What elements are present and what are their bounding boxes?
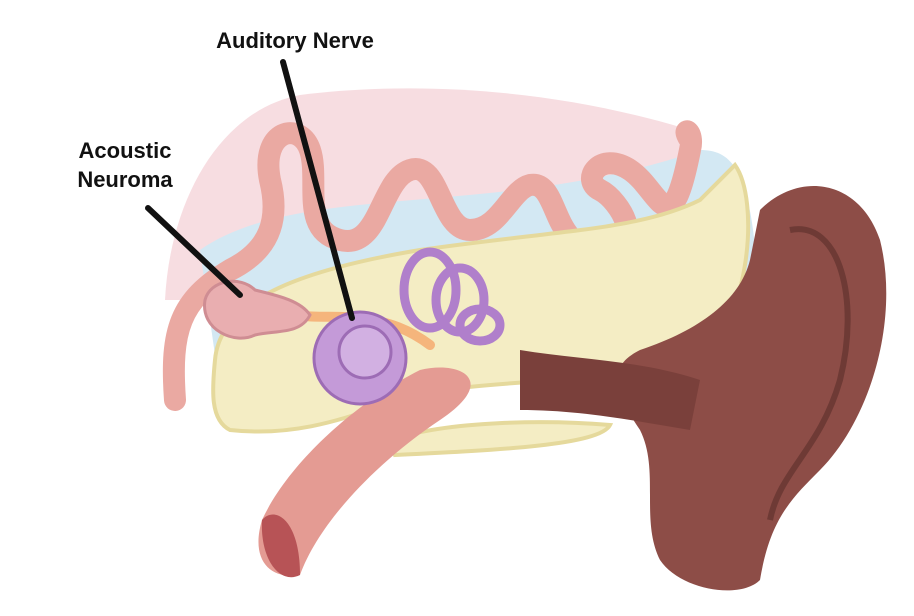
tube-end (261, 514, 300, 578)
label-acoustic-neuroma-line1: Acoustic (78, 138, 172, 163)
outer-ear (616, 186, 887, 591)
pointer-acoustic-neuroma (145, 205, 243, 298)
eustachian-tube (258, 367, 471, 576)
ear-fold (767, 226, 851, 521)
brain-gyri (162, 120, 703, 411)
semicircular-canals (399, 247, 505, 346)
label-acoustic-neuroma: Acoustic Neuroma (50, 136, 200, 194)
acoustic-neuroma (203, 279, 312, 340)
label-auditory-nerve: Auditory Nerve (216, 28, 374, 53)
ear-canal (520, 350, 700, 430)
label-acoustic-neuroma-line2: Neuroma (77, 167, 173, 192)
bone-lower (387, 420, 614, 458)
pointer-auditory-nerve (280, 59, 355, 321)
cochlea-inner (337, 324, 393, 380)
